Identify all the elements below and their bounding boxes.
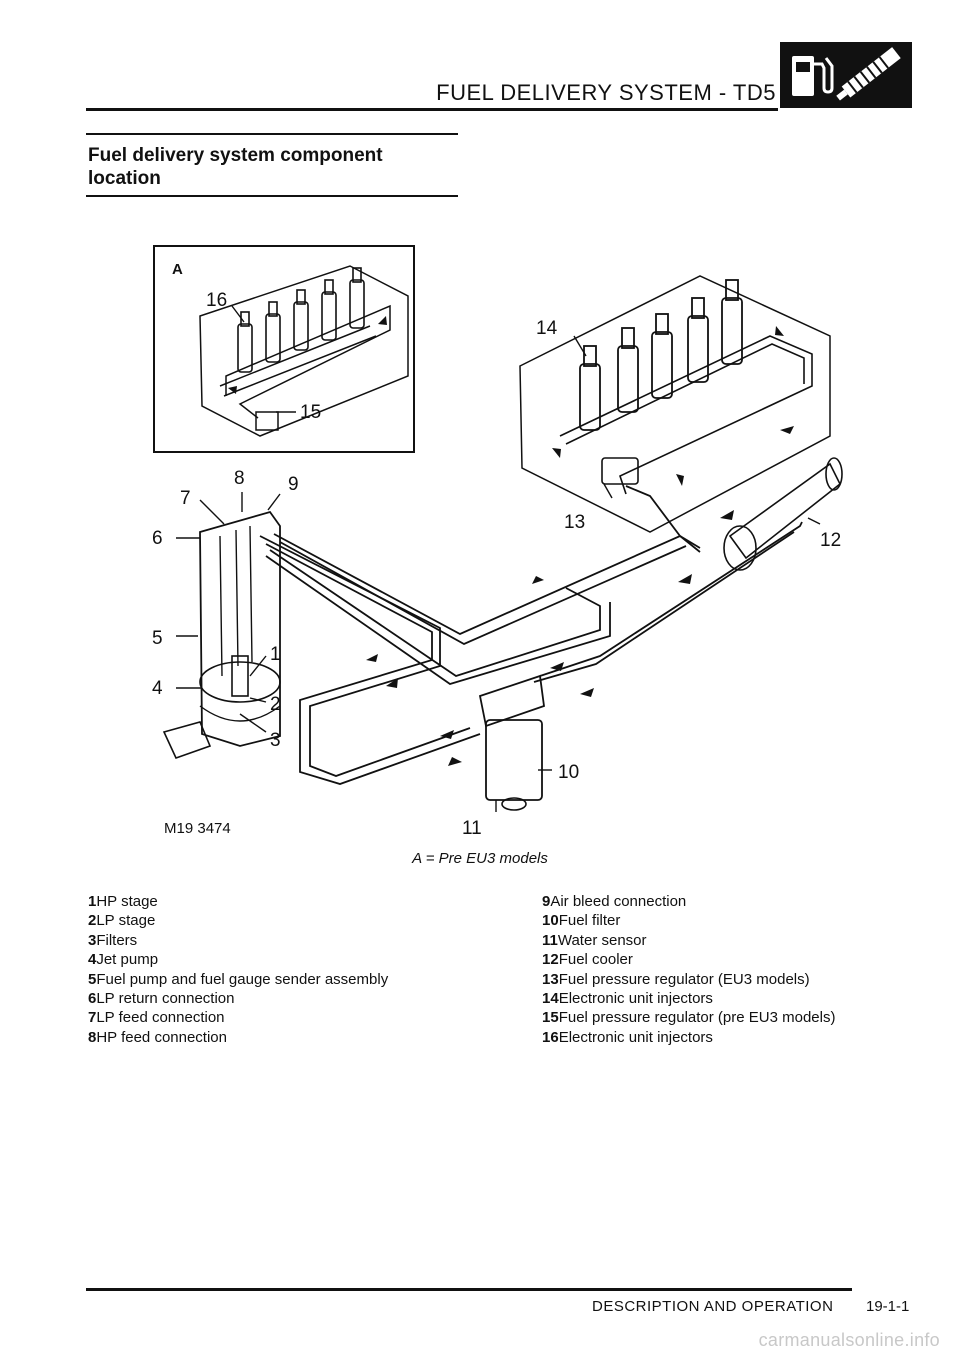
callout-12: 12 bbox=[820, 530, 841, 551]
legend-number: 15 bbox=[542, 1009, 559, 1027]
callout-4: 4 bbox=[152, 678, 163, 699]
callout-14: 14 bbox=[536, 318, 558, 339]
legend-item: 12Fuel cooler bbox=[542, 950, 960, 969]
legend-item: 3Filters bbox=[88, 931, 508, 950]
inset-injectors bbox=[237, 267, 365, 373]
legend-number: 2 bbox=[88, 912, 97, 930]
legend-number: 6 bbox=[88, 989, 97, 1007]
callout-11: 11 bbox=[462, 818, 482, 836]
watermark: carmanualsonline.info bbox=[758, 1330, 940, 1350]
callout-7: 7 bbox=[180, 488, 191, 509]
callout-2: 2 bbox=[270, 694, 281, 715]
figure-caption: A = Pre EU3 models bbox=[412, 850, 548, 867]
header-rule bbox=[86, 108, 778, 111]
legend-text: Fuel pressure regulator (pre EU3 models) bbox=[558, 1009, 836, 1027]
callout-3: 3 bbox=[270, 730, 281, 751]
fuel-system-diagram: A bbox=[152, 245, 843, 836]
page-header-title: FUEL DELIVERY SYSTEM - TD5 bbox=[436, 80, 776, 105]
legend-text: Electronic unit injectors bbox=[558, 989, 713, 1007]
legend-item: 15Fuel pressure regulator (pre EU3 model… bbox=[542, 1008, 960, 1027]
footer-page-number: 19-1-1 bbox=[866, 1298, 910, 1315]
legend-number: 13 bbox=[542, 970, 559, 988]
legend-text: Electronic unit injectors bbox=[558, 1028, 713, 1046]
section-rule-bottom bbox=[86, 195, 458, 197]
section-title: Fuel delivery system component location bbox=[88, 145, 383, 189]
legend-text: Water sensor bbox=[557, 931, 647, 949]
legend-item: 16Electronic unit injectors bbox=[542, 1028, 960, 1047]
callout-10: 10 bbox=[558, 762, 579, 783]
legend-number: 14 bbox=[542, 989, 559, 1007]
legend-item: 7LP feed connection bbox=[88, 1008, 508, 1027]
legend-text: LP return connection bbox=[96, 989, 235, 1007]
legend-item: 6LP return connection bbox=[88, 989, 508, 1008]
legend-item: 9Air bleed connection bbox=[542, 892, 960, 911]
legend-item: 14Electronic unit injectors bbox=[542, 989, 960, 1008]
legend-item: 13Fuel pressure regulator (EU3 models) bbox=[542, 970, 960, 989]
legend-item: 10Fuel filter bbox=[542, 911, 960, 930]
legend-item: 11Water sensor bbox=[542, 931, 960, 950]
main-injectors bbox=[579, 279, 743, 431]
legend-text: Fuel cooler bbox=[558, 951, 633, 969]
legend-number: 10 bbox=[542, 912, 559, 930]
callout-16: 16 bbox=[206, 290, 227, 311]
legend-text: LP stage bbox=[96, 912, 156, 930]
legend-text: HP stage bbox=[96, 893, 158, 910]
legend-number: 4 bbox=[88, 951, 97, 969]
inset-label: A bbox=[172, 261, 183, 278]
legend-number: 8 bbox=[88, 1028, 97, 1046]
legend-number: 5 bbox=[88, 970, 97, 988]
legend-number: 16 bbox=[542, 1028, 559, 1046]
footer-rule bbox=[86, 1288, 852, 1291]
legend-text: Jet pump bbox=[96, 951, 159, 969]
callout-8: 8 bbox=[234, 468, 245, 489]
footer-section-label: DESCRIPTION AND OPERATION bbox=[592, 1298, 834, 1315]
callout-leaders bbox=[176, 305, 821, 812]
section-rule-top bbox=[86, 133, 458, 135]
callout-13: 13 bbox=[564, 512, 585, 533]
legend-item: 5Fuel pump and fuel gauge sender assembl… bbox=[88, 970, 508, 989]
legend-number: 11 bbox=[542, 931, 558, 949]
legend-text: Fuel filter bbox=[558, 912, 621, 930]
callout-15: 15 bbox=[300, 402, 321, 423]
fuel-filter bbox=[478, 674, 545, 811]
legend-text: HP feed connection bbox=[96, 1028, 227, 1046]
legend-text: Filters bbox=[96, 931, 138, 949]
flow-arrows bbox=[228, 316, 794, 766]
legend-number: 9 bbox=[542, 893, 551, 910]
figure-reference: M19 3474 bbox=[164, 820, 231, 837]
legend-number: 7 bbox=[88, 1009, 97, 1027]
inset-frame bbox=[153, 245, 415, 453]
legend-left-column: 1HP stage 2LP stage 3Filters 4Jet pump 5… bbox=[88, 892, 508, 1047]
legend-text: LP feed connection bbox=[96, 1009, 225, 1027]
callout-1: 1 bbox=[270, 644, 281, 665]
fuel-lines bbox=[259, 485, 803, 785]
legend-number: 3 bbox=[88, 931, 97, 949]
legend-item: 8HP feed connection bbox=[88, 1028, 508, 1047]
legend-number: 12 bbox=[542, 951, 559, 969]
callout-5: 5 bbox=[152, 628, 163, 649]
legend-item: 4Jet pump bbox=[88, 950, 508, 969]
legend-item: 1HP stage bbox=[88, 892, 508, 911]
fuel-pump-injector-icon bbox=[780, 42, 912, 108]
legend-text: Fuel pressure regulator (EU3 models) bbox=[558, 970, 810, 988]
legend-number: 1 bbox=[88, 893, 97, 910]
legend-right-column: 9Air bleed connection 10Fuel filter 11Wa… bbox=[542, 892, 960, 1047]
legend-item: 2LP stage bbox=[88, 911, 508, 930]
callout-9: 9 bbox=[288, 474, 299, 495]
fuel-pump-assembly bbox=[199, 510, 281, 747]
callout-6: 6 bbox=[152, 528, 163, 549]
legend-text: Fuel pump and fuel gauge sender assembly bbox=[96, 970, 389, 988]
legend-text: Air bleed connection bbox=[550, 893, 687, 910]
